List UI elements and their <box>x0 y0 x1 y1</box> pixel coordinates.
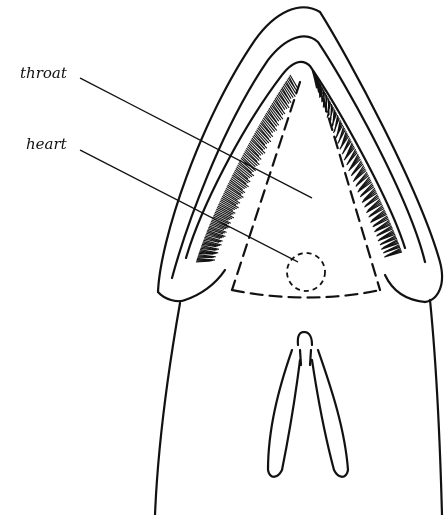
leader-lines <box>80 78 312 262</box>
fin-notch <box>300 350 311 365</box>
right-ventral-fin <box>312 350 348 477</box>
jaw-rim-outline <box>186 62 405 258</box>
throat-label: throat <box>20 64 68 82</box>
body-left-side <box>155 303 180 515</box>
left-jaw-outer-edge <box>158 292 185 301</box>
left-ventral-fin <box>268 350 300 477</box>
body-right-side <box>430 300 442 515</box>
right-gill-raker <box>333 109 334 126</box>
gill-rakers <box>196 70 402 262</box>
right-gill-raker <box>331 104 332 121</box>
fin-connector <box>298 332 312 345</box>
right-gill-flap <box>385 275 425 302</box>
heart-label: heart <box>26 135 68 153</box>
left-gill-flap <box>185 270 225 300</box>
